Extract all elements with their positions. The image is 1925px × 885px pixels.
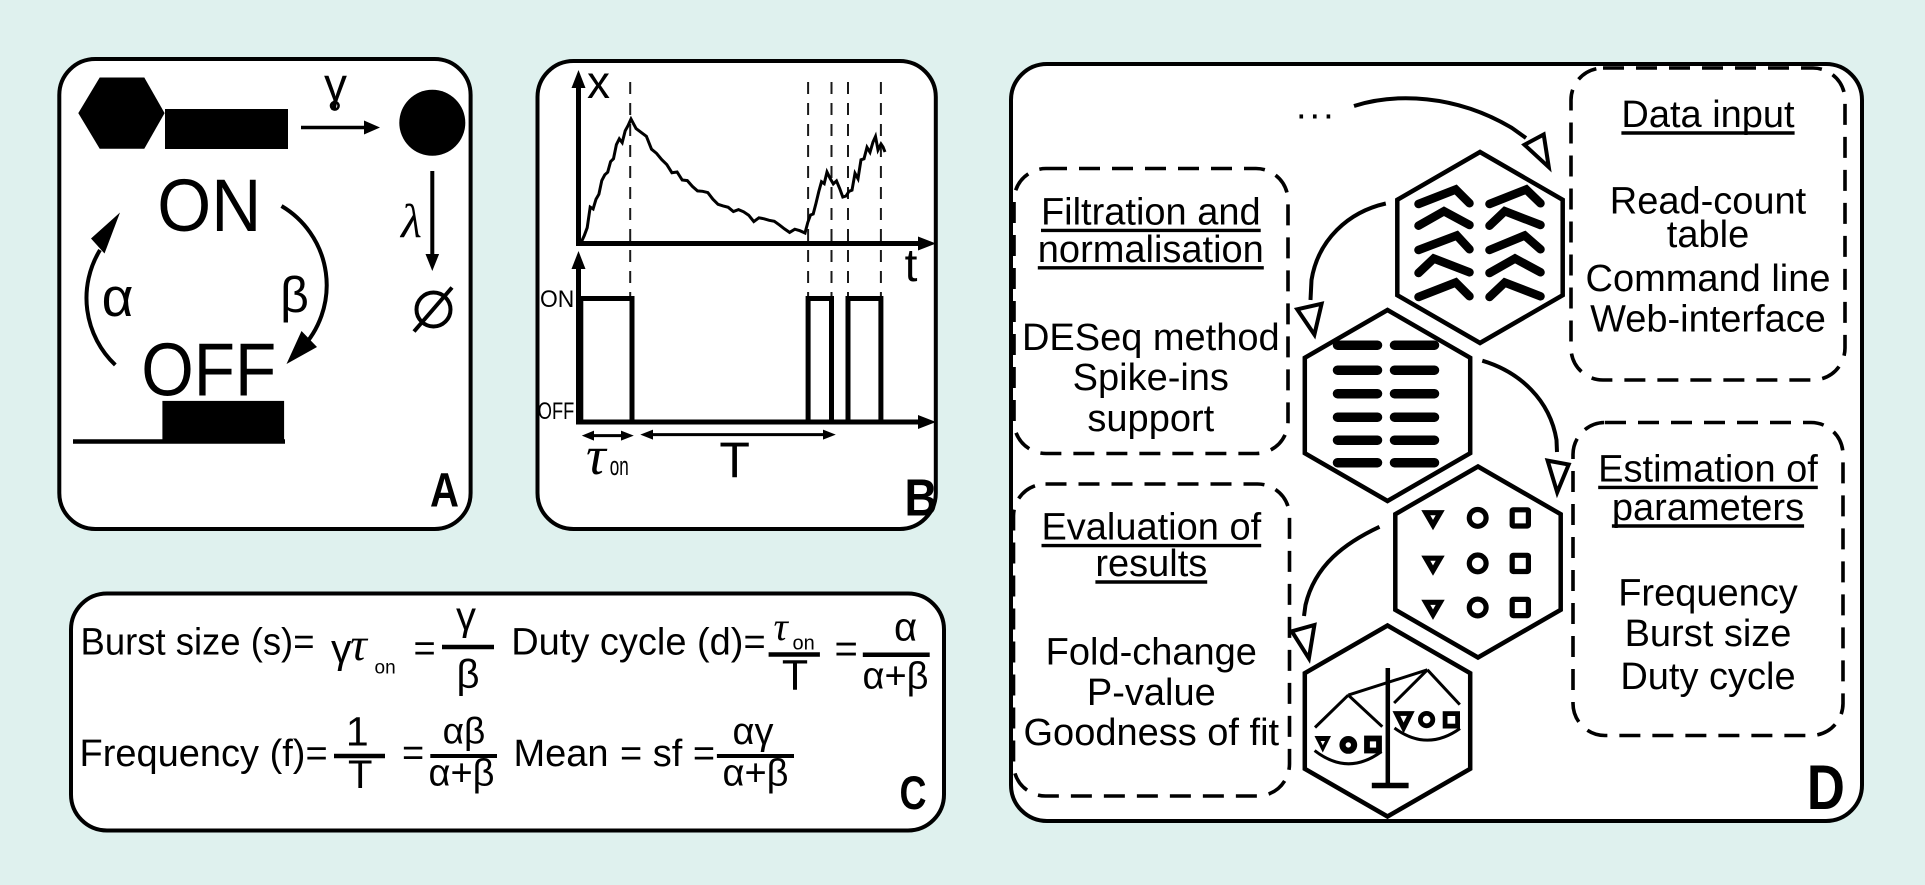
- svg-text:λ: λ: [399, 195, 422, 248]
- svg-text:OFF: OFF: [538, 398, 575, 425]
- svg-text:Duty cycle: Duty cycle: [1620, 656, 1795, 698]
- svg-text:α+β: α+β: [722, 753, 788, 795]
- svg-text:Web-interface: Web-interface: [1590, 299, 1826, 341]
- svg-text:t: t: [905, 239, 918, 291]
- svg-text:ON: ON: [540, 286, 574, 313]
- svg-text:=: =: [402, 733, 424, 775]
- svg-text:Spike-ins: Spike-ins: [1073, 357, 1229, 399]
- svg-text:A: A: [430, 465, 459, 518]
- svg-text:T: T: [782, 652, 808, 700]
- svg-text:ON: ON: [157, 164, 261, 247]
- svg-text:α+β: α+β: [862, 656, 928, 698]
- svg-text:= sf =: = sf =: [620, 733, 715, 775]
- svg-text:=: =: [835, 627, 858, 671]
- svg-text:T: T: [348, 753, 372, 797]
- svg-text:Data input: Data input: [1621, 94, 1795, 136]
- svg-text:Burst size (s)=: Burst size (s)=: [81, 622, 315, 664]
- svg-text:=: =: [414, 628, 436, 670]
- svg-text:parameters: parameters: [1612, 487, 1804, 529]
- svg-text:on: on: [793, 633, 815, 655]
- svg-text:Command line: Command line: [1586, 258, 1831, 300]
- svg-text:τ: τ: [774, 604, 790, 649]
- svg-text:table: table: [1667, 214, 1749, 256]
- svg-text:Frequency: Frequency: [1618, 573, 1798, 615]
- svg-text:OFF: OFF: [141, 328, 276, 412]
- svg-text:normalisation: normalisation: [1038, 229, 1264, 271]
- svg-text:α: α: [894, 606, 917, 650]
- svg-text:τ: τ: [350, 619, 369, 671]
- svg-text:β: β: [280, 267, 309, 323]
- svg-text:B: B: [905, 470, 938, 528]
- svg-text:on: on: [610, 451, 629, 481]
- svg-text:Goodness of fit: Goodness of fit: [1024, 712, 1280, 754]
- svg-text:γ: γ: [331, 626, 352, 672]
- svg-text:τ: τ: [586, 425, 608, 486]
- svg-text:Frequency (f)=: Frequency (f)=: [80, 733, 328, 775]
- svg-text:γ: γ: [324, 59, 347, 111]
- svg-text:x: x: [587, 56, 610, 108]
- svg-text:Evaluation of: Evaluation of: [1041, 507, 1261, 549]
- svg-text:αβ: αβ: [443, 711, 486, 752]
- svg-text:results: results: [1095, 543, 1207, 585]
- svg-text:Filtration and: Filtration and: [1041, 191, 1261, 233]
- svg-text:C: C: [900, 766, 927, 819]
- svg-text:Fold-change: Fold-change: [1046, 631, 1257, 673]
- svg-text:P-value: P-value: [1087, 672, 1216, 714]
- svg-text:α+β: α+β: [428, 753, 494, 795]
- svg-text:Duty cycle (d)=: Duty cycle (d)=: [511, 622, 765, 664]
- svg-text:Burst size: Burst size: [1625, 613, 1792, 655]
- svg-text:on: on: [375, 658, 396, 679]
- svg-text:T: T: [719, 432, 750, 488]
- svg-text:support: support: [1087, 398, 1214, 440]
- svg-text:αγ: αγ: [733, 711, 774, 753]
- svg-text:γ: γ: [456, 595, 476, 639]
- svg-text:D: D: [1807, 753, 1845, 823]
- svg-text:α: α: [102, 266, 134, 328]
- svg-text:Estimation of: Estimation of: [1598, 448, 1818, 490]
- svg-text:β: β: [456, 653, 479, 697]
- svg-text:1: 1: [346, 709, 369, 755]
- svg-text:Mean: Mean: [514, 733, 609, 775]
- svg-text:Read-count: Read-count: [1610, 181, 1807, 223]
- svg-text:DESeq method: DESeq method: [1022, 317, 1280, 359]
- svg-text:...: ...: [1296, 86, 1337, 128]
